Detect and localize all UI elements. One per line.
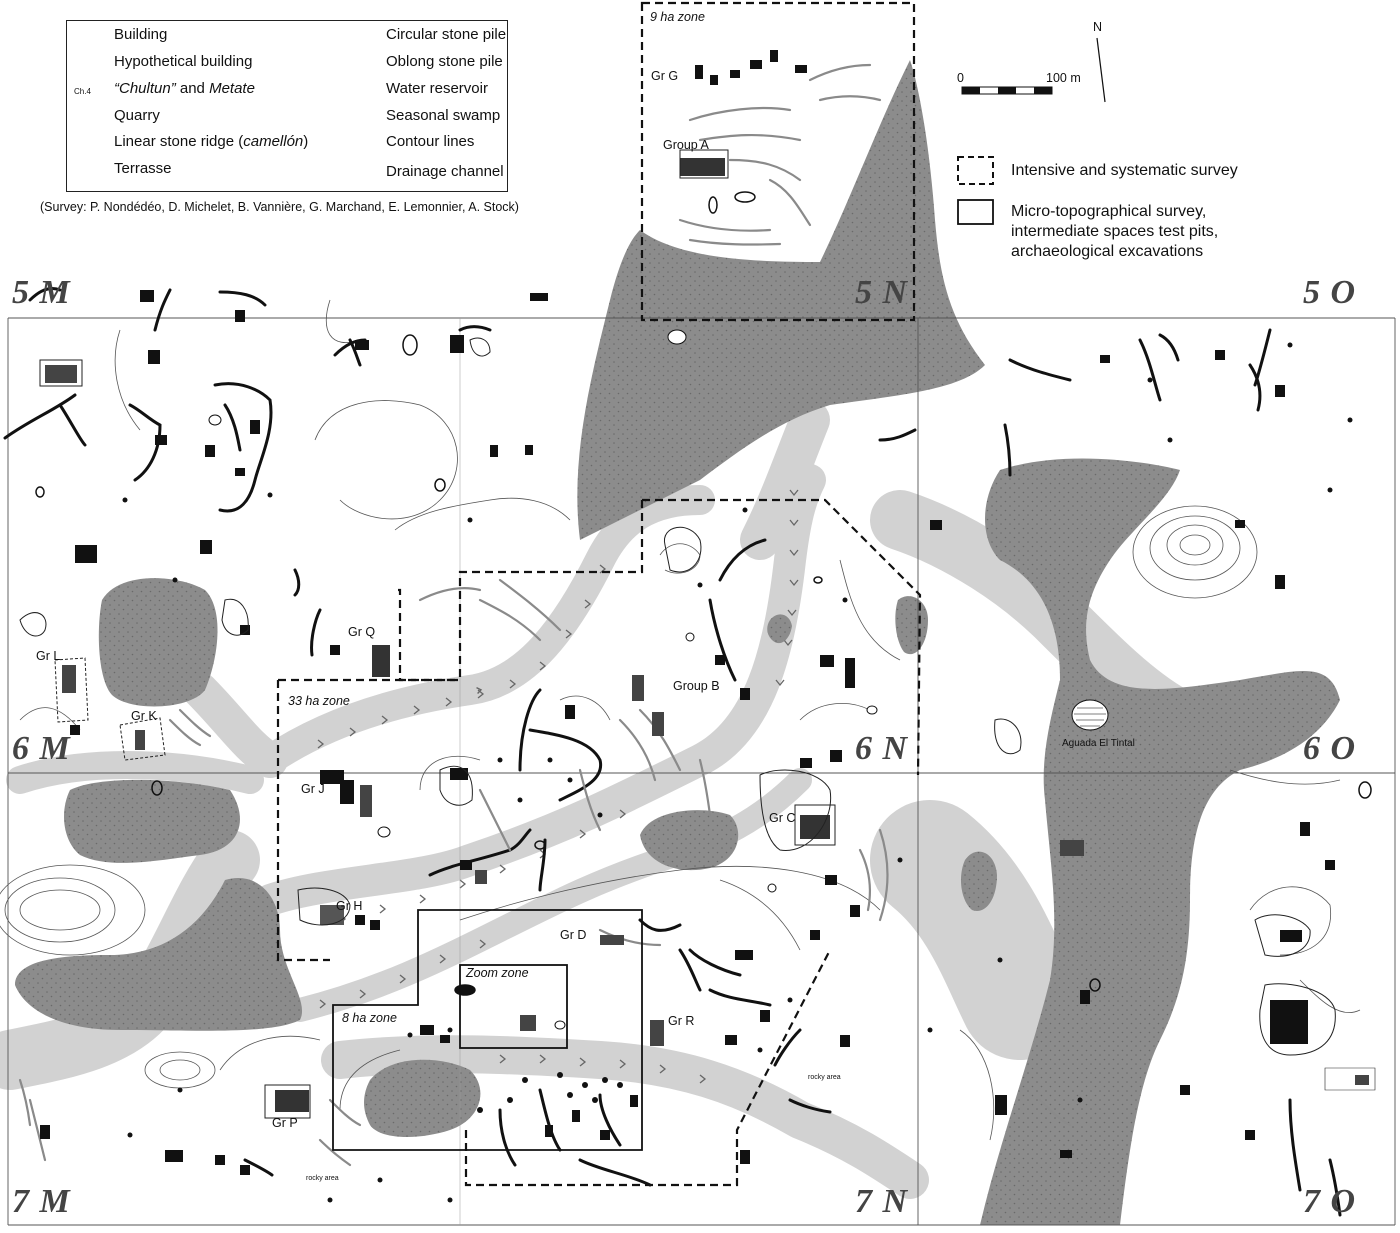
- grid-label-6n: 6 N: [855, 730, 909, 767]
- north-label: N: [1093, 20, 1103, 34]
- survey-legend-solid-2: intermediate spaces test pits,: [1011, 223, 1219, 240]
- grid-label-5n: 5 N: [855, 274, 909, 311]
- reservoir-hatching: [1074, 707, 1106, 727]
- legend-metate-em: Metate: [209, 80, 255, 97]
- rocky-area-label-2: rocky area: [306, 1175, 339, 1182]
- zone-label-9ha: 9 ha zone: [650, 10, 705, 24]
- legend-oblong-label: Oblong stone pile: [386, 53, 503, 70]
- scale-max-label: 100 m: [1046, 71, 1081, 85]
- grid-label-5o: 5 O: [1303, 274, 1357, 311]
- legend-chultun-label: “Chultun” and Metate: [114, 80, 255, 97]
- legend-chultun-and: and: [175, 80, 210, 97]
- oblong-piles: [35, 191, 1372, 996]
- grid-label-5m: 5 M: [12, 274, 71, 311]
- legend-swamp-label: Seasonal swamp: [386, 107, 501, 124]
- legend-ridge-pre: Linear stone ridge (: [114, 133, 244, 150]
- contours: [0, 299, 1361, 1141]
- survey-credit: (Survey: P. Nondédéo, D. Michelet, B. Va…: [40, 200, 519, 214]
- swamps: [15, 60, 1340, 1225]
- scale-zero-label: 0: [957, 71, 964, 85]
- scale-bar: [961, 86, 1053, 95]
- grid-label-6o: 6 O: [1303, 730, 1357, 767]
- legend-ridge-post: ): [303, 133, 309, 150]
- buildings: [40, 50, 1369, 1175]
- grid-label-7n: 7 N: [855, 1183, 909, 1220]
- stone-piles: [122, 342, 1353, 1203]
- group-label-r: Gr R: [668, 1014, 695, 1028]
- group-label-g: Gr G: [651, 69, 679, 83]
- terraces: [18, 63, 1072, 1167]
- legend-terrasse-label: Terrasse: [114, 160, 172, 177]
- legend-building-label: Building: [114, 26, 168, 43]
- legend-contour-label: Contour lines: [386, 133, 475, 150]
- legend-quarry-label: Quarry: [114, 107, 160, 124]
- group-label-j: Gr J: [301, 782, 325, 796]
- legend-chultun-em: “Chultun”: [114, 80, 176, 97]
- aguada-label: Aguada El Tintal: [1062, 738, 1135, 749]
- group-label-a: Group A: [663, 138, 709, 152]
- chevrons: [317, 489, 799, 1084]
- zone-label-8ha: 8 ha zone: [342, 1011, 397, 1025]
- survey-legend-solid-3: archaeological excavations: [1011, 243, 1204, 260]
- legend-box: [66, 20, 508, 192]
- legend-drainage-label: Drainage channel: [386, 163, 504, 180]
- legend-hypothetical-label: Hypothetical building: [114, 53, 253, 70]
- survey-legend-solid-1: Micro-topographical survey,: [1011, 203, 1207, 220]
- group-label-q: Gr Q: [348, 625, 376, 639]
- legend-ridge-label: Linear stone ridge (camellón): [114, 133, 308, 150]
- grid-lines: [7, 317, 1396, 1226]
- group-label-d: Gr D: [560, 928, 587, 942]
- legend-circular-label: Circular stone pile: [386, 26, 507, 43]
- north-arrow: [1096, 37, 1106, 103]
- group-label-p: Gr P: [272, 1116, 298, 1130]
- grid-label-6m: 6 M: [12, 730, 71, 767]
- survey-zones: [276, 1, 922, 1187]
- water-reservoirs: [208, 329, 1109, 1030]
- grid-label-7o: 7 O: [1303, 1183, 1357, 1220]
- rocky-area-label-1: rocky area: [808, 1074, 841, 1081]
- group-label-b: Group B: [673, 679, 720, 693]
- zone-label-zoom: Zoom zone: [466, 966, 529, 980]
- group-label-c: Gr C: [769, 811, 796, 825]
- group-outlines: [19, 149, 1376, 1119]
- group-label-l: Gr L: [36, 649, 61, 663]
- grid-label-7m: 7 M: [12, 1183, 71, 1220]
- ridges: [3, 286, 1342, 1217]
- legend-ridge-em: camellón: [243, 133, 304, 150]
- zone-label-33ha: 33 ha zone: [288, 694, 350, 708]
- survey-legend-symbols: [957, 156, 994, 225]
- group-label-h: Gr H: [336, 899, 363, 913]
- legend-water-label: Water reservoir: [386, 80, 488, 97]
- survey-legend-dashed: Intensive and systematic survey: [1011, 162, 1238, 179]
- group-label-k: Gr K: [131, 709, 157, 723]
- legend-chultun-mini: Ch.4: [74, 87, 91, 96]
